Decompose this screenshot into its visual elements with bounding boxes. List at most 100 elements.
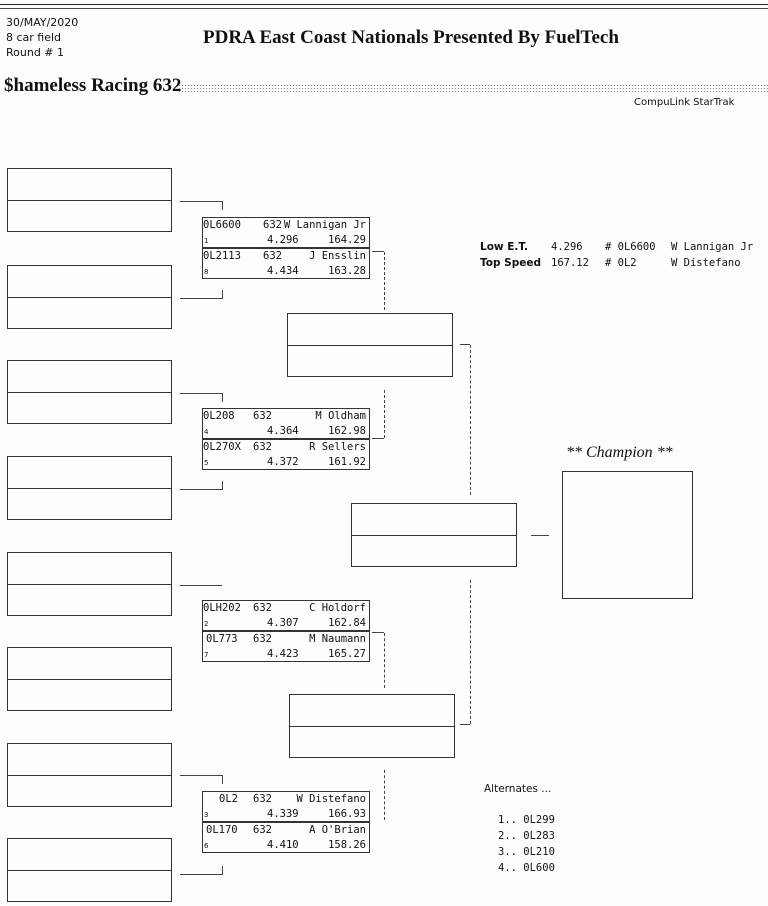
driver-name: M Oldham xyxy=(315,410,366,422)
seed-number: 4 xyxy=(204,428,209,436)
trap-speed: 162.98 xyxy=(328,425,366,437)
car-number: 0L773 xyxy=(206,633,238,645)
matchup-4-top-entry: 0L2 632 W Distefano 3 4.339 166.93 xyxy=(202,791,370,822)
seed-number: 1 xyxy=(204,237,209,245)
trap-speed: 166.93 xyxy=(328,808,366,820)
alternate-item: 1.. 0L299 xyxy=(498,814,555,826)
stats-panel: Low E.T. 4.296 # 0L6600 W Lannigan Jr To… xyxy=(480,241,765,273)
car-number: 0L270X xyxy=(203,441,241,453)
car-number: 0L2113 xyxy=(203,250,241,262)
elapsed-time: 4.423 xyxy=(267,648,299,660)
bracket-connector xyxy=(180,290,223,299)
car-class: 632 xyxy=(253,793,272,805)
bracket-connector xyxy=(384,770,385,820)
trap-speed: 158.26 xyxy=(328,839,366,851)
bracket-connector xyxy=(384,390,385,438)
champion-box xyxy=(562,471,693,599)
round1-lane-box xyxy=(7,456,172,520)
low-et-value: 4.296 xyxy=(551,241,583,253)
elapsed-time: 4.307 xyxy=(267,617,299,629)
bracket-connector xyxy=(384,252,385,310)
round1-lane-box xyxy=(7,265,172,329)
bracket-connector xyxy=(460,344,470,346)
matchup-3-top-entry: 0LH202 632 C Holdorf 2 4.307 162.84 xyxy=(202,600,370,631)
bracket-connector xyxy=(180,775,223,784)
seed-number: 5 xyxy=(204,459,209,467)
trap-speed: 164.29 xyxy=(328,234,366,246)
car-number: 0L208 xyxy=(203,410,235,422)
car-number: 0LH202 xyxy=(203,602,241,614)
seed-number: 6 xyxy=(204,842,209,850)
elapsed-time: 4.410 xyxy=(267,839,299,851)
elapsed-time: 4.372 xyxy=(267,456,299,468)
bracket-connector xyxy=(372,251,384,253)
elapsed-time: 4.364 xyxy=(267,425,299,437)
bracket-connector xyxy=(180,866,223,875)
car-number: 0L2 xyxy=(219,793,238,805)
matchup-1-bottom-entry: 0L2113 632 J Ensslin 8 4.434 163.28 xyxy=(202,248,370,279)
driver-name: C Holdorf xyxy=(309,602,366,614)
event-title: PDRA East Coast Nationals Presented By F… xyxy=(203,27,619,48)
matchup-3-bottom-entry: 0L773 632 M Naumann 7 4.423 165.27 xyxy=(202,631,370,662)
top-speed-label: Top Speed xyxy=(480,257,541,269)
bracket-connector xyxy=(531,535,549,537)
car-class: 632 xyxy=(263,250,282,262)
top-speed-driver: W Distefano xyxy=(671,257,741,269)
event-date: 30/MAY/2020 xyxy=(6,16,79,29)
driver-name: W Distefano xyxy=(296,793,366,805)
alternate-item: 4.. 0L600 xyxy=(498,862,555,874)
driver-name: R Sellers xyxy=(309,441,366,453)
bracket-connector xyxy=(470,580,471,724)
low-et-row: Low E.T. 4.296 # 0L6600 W Lannigan Jr xyxy=(480,241,765,257)
final-lane-box xyxy=(351,503,517,567)
bracket-connector xyxy=(460,724,470,726)
driver-name: M Naumann xyxy=(309,633,366,645)
header-info: 30/MAY/2020 8 car field Round # 1 xyxy=(6,15,78,60)
seed-number: 2 xyxy=(204,620,209,628)
matchup-4-bottom-entry: 0L170 632 A O'Brian 6 4.410 158.26 xyxy=(202,822,370,853)
trap-speed: 165.27 xyxy=(328,648,366,660)
class-title: $hameless Racing 632 xyxy=(4,75,182,96)
elapsed-time: 4.296 xyxy=(267,234,299,246)
top-speed-car: # 0L2 xyxy=(605,257,637,269)
dotted-rule xyxy=(178,84,768,94)
car-class: 632 xyxy=(263,219,282,231)
alternates-list: 1.. 0L299 2.. 0L283 3.. 0L210 4.. 0L600 xyxy=(498,812,555,876)
round1-lane-box xyxy=(7,647,172,711)
round-number: Round # 1 xyxy=(6,46,65,59)
alternate-item: 2.. 0L283 xyxy=(498,830,555,842)
bracket-connector xyxy=(372,438,384,440)
semifinal-lane-box xyxy=(287,313,453,377)
elapsed-time: 4.434 xyxy=(267,265,299,277)
bracket-connector xyxy=(180,481,223,490)
driver-name: W Lannigan Jr xyxy=(283,219,366,231)
brand-label: CompuLink StarTrak xyxy=(634,97,735,108)
champion-label: ** Champion ** xyxy=(566,444,673,461)
car-number: 0L6600 xyxy=(203,219,241,231)
bracket-connector xyxy=(384,633,385,688)
car-class: 632 xyxy=(253,824,272,836)
trap-speed: 162.84 xyxy=(328,617,366,629)
bracket-connector xyxy=(372,632,384,634)
bracket-connector xyxy=(470,345,471,495)
trap-speed: 163.28 xyxy=(328,265,366,277)
driver-name: J Ensslin xyxy=(309,250,366,262)
round1-lane-box xyxy=(7,838,172,902)
bracket-connector xyxy=(180,393,223,402)
round1-lane-box xyxy=(7,168,172,232)
top-speed-value: 167.12 xyxy=(551,257,589,269)
header-rule-bottom xyxy=(0,8,768,9)
trap-speed: 161.92 xyxy=(328,456,366,468)
car-class: 632 xyxy=(253,633,272,645)
alternates-title: Alternates ... xyxy=(484,783,552,795)
car-number: 0L170 xyxy=(206,824,238,836)
bracket-connector xyxy=(180,201,223,210)
low-et-car: # 0L6600 xyxy=(605,241,656,253)
driver-name: A O'Brian xyxy=(309,824,366,836)
round1-lane-box xyxy=(7,360,172,424)
round1-lane-box xyxy=(7,743,172,807)
semifinal-lane-box xyxy=(289,694,455,758)
car-class: 632 xyxy=(253,441,272,453)
elapsed-time: 4.339 xyxy=(267,808,299,820)
low-et-label: Low E.T. xyxy=(480,241,528,253)
